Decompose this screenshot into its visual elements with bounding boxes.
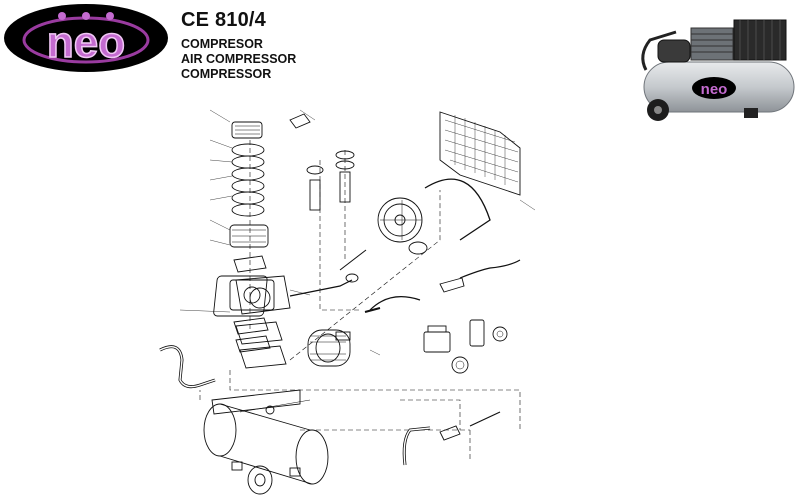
name-fr: COMPRESSOR xyxy=(181,67,272,81)
wheel-part xyxy=(231,461,301,495)
leader-ticks xyxy=(179,109,536,356)
electric-motor xyxy=(307,329,351,367)
power-cord xyxy=(364,259,521,313)
gaskets xyxy=(235,321,287,369)
air-tank xyxy=(203,389,329,485)
belt-guard-part xyxy=(439,111,521,196)
logo-letters: neo xyxy=(47,18,125,67)
pump-head xyxy=(690,27,734,61)
photo-badge-text: neo xyxy=(701,81,728,98)
logo-dot xyxy=(82,12,90,20)
pressure-switch xyxy=(423,319,508,374)
name-es: COMPRESOR xyxy=(181,37,263,51)
drain-hose xyxy=(402,411,501,466)
crankcase xyxy=(213,249,367,317)
logo-dot xyxy=(58,12,66,20)
neo-logo: neo xyxy=(4,4,168,72)
name-en: AIR COMPRESSOR xyxy=(181,52,297,66)
photo-badge xyxy=(692,77,736,99)
carry-handle xyxy=(159,345,216,389)
model-number: CE 810/4 xyxy=(181,9,266,31)
dashed-leaders xyxy=(199,140,521,460)
cylinder-head xyxy=(229,121,275,353)
product-photo: neo xyxy=(641,19,795,121)
exploded-diagram xyxy=(159,109,536,495)
piston-rods xyxy=(289,113,355,211)
logo-dot xyxy=(106,12,114,20)
handle xyxy=(641,30,677,71)
title-block: CE 810/4 COMPRESOR AIR COMPRESSOR COMPRE… xyxy=(181,9,296,82)
foot xyxy=(744,108,758,118)
pulley xyxy=(377,178,491,255)
motor xyxy=(657,39,691,63)
belt-guard xyxy=(733,19,787,61)
